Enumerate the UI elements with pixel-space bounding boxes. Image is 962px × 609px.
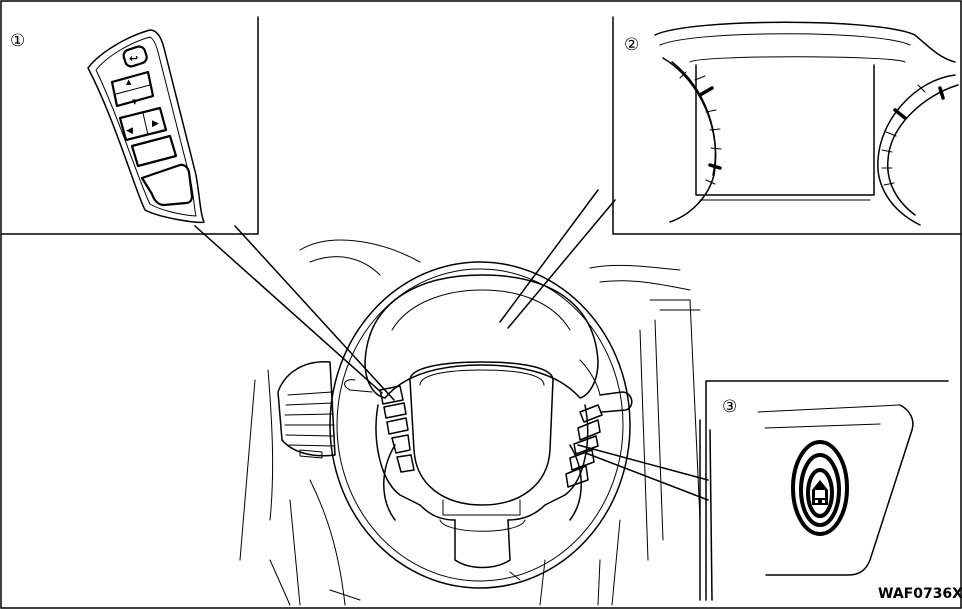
figure-code: WAF0736X (878, 586, 962, 602)
svg-text:▼: ▼ (132, 98, 138, 106)
left-steering-switch-cluster (379, 385, 415, 473)
inset-1-switch-panel: ↩ ▲ ▼ ◀ ▶ (1, 16, 259, 235)
svg-text:▶: ▶ (152, 119, 159, 129)
svg-text:↩: ↩ (129, 52, 138, 65)
right-steering-switch-cluster (565, 404, 603, 488)
steering-wheel-scene (239, 239, 713, 606)
callout-2: ② (624, 35, 639, 55)
leader-lines (194, 189, 709, 501)
svg-text:▲: ▲ (126, 78, 132, 86)
inset-3-indicator (705, 380, 949, 601)
callout-1: ① (10, 31, 25, 51)
svg-text:◀: ◀ (126, 126, 133, 136)
air-vent (277, 361, 336, 459)
inset-2-instrument-cluster (612, 16, 962, 235)
callout-3: ③ (722, 397, 737, 417)
